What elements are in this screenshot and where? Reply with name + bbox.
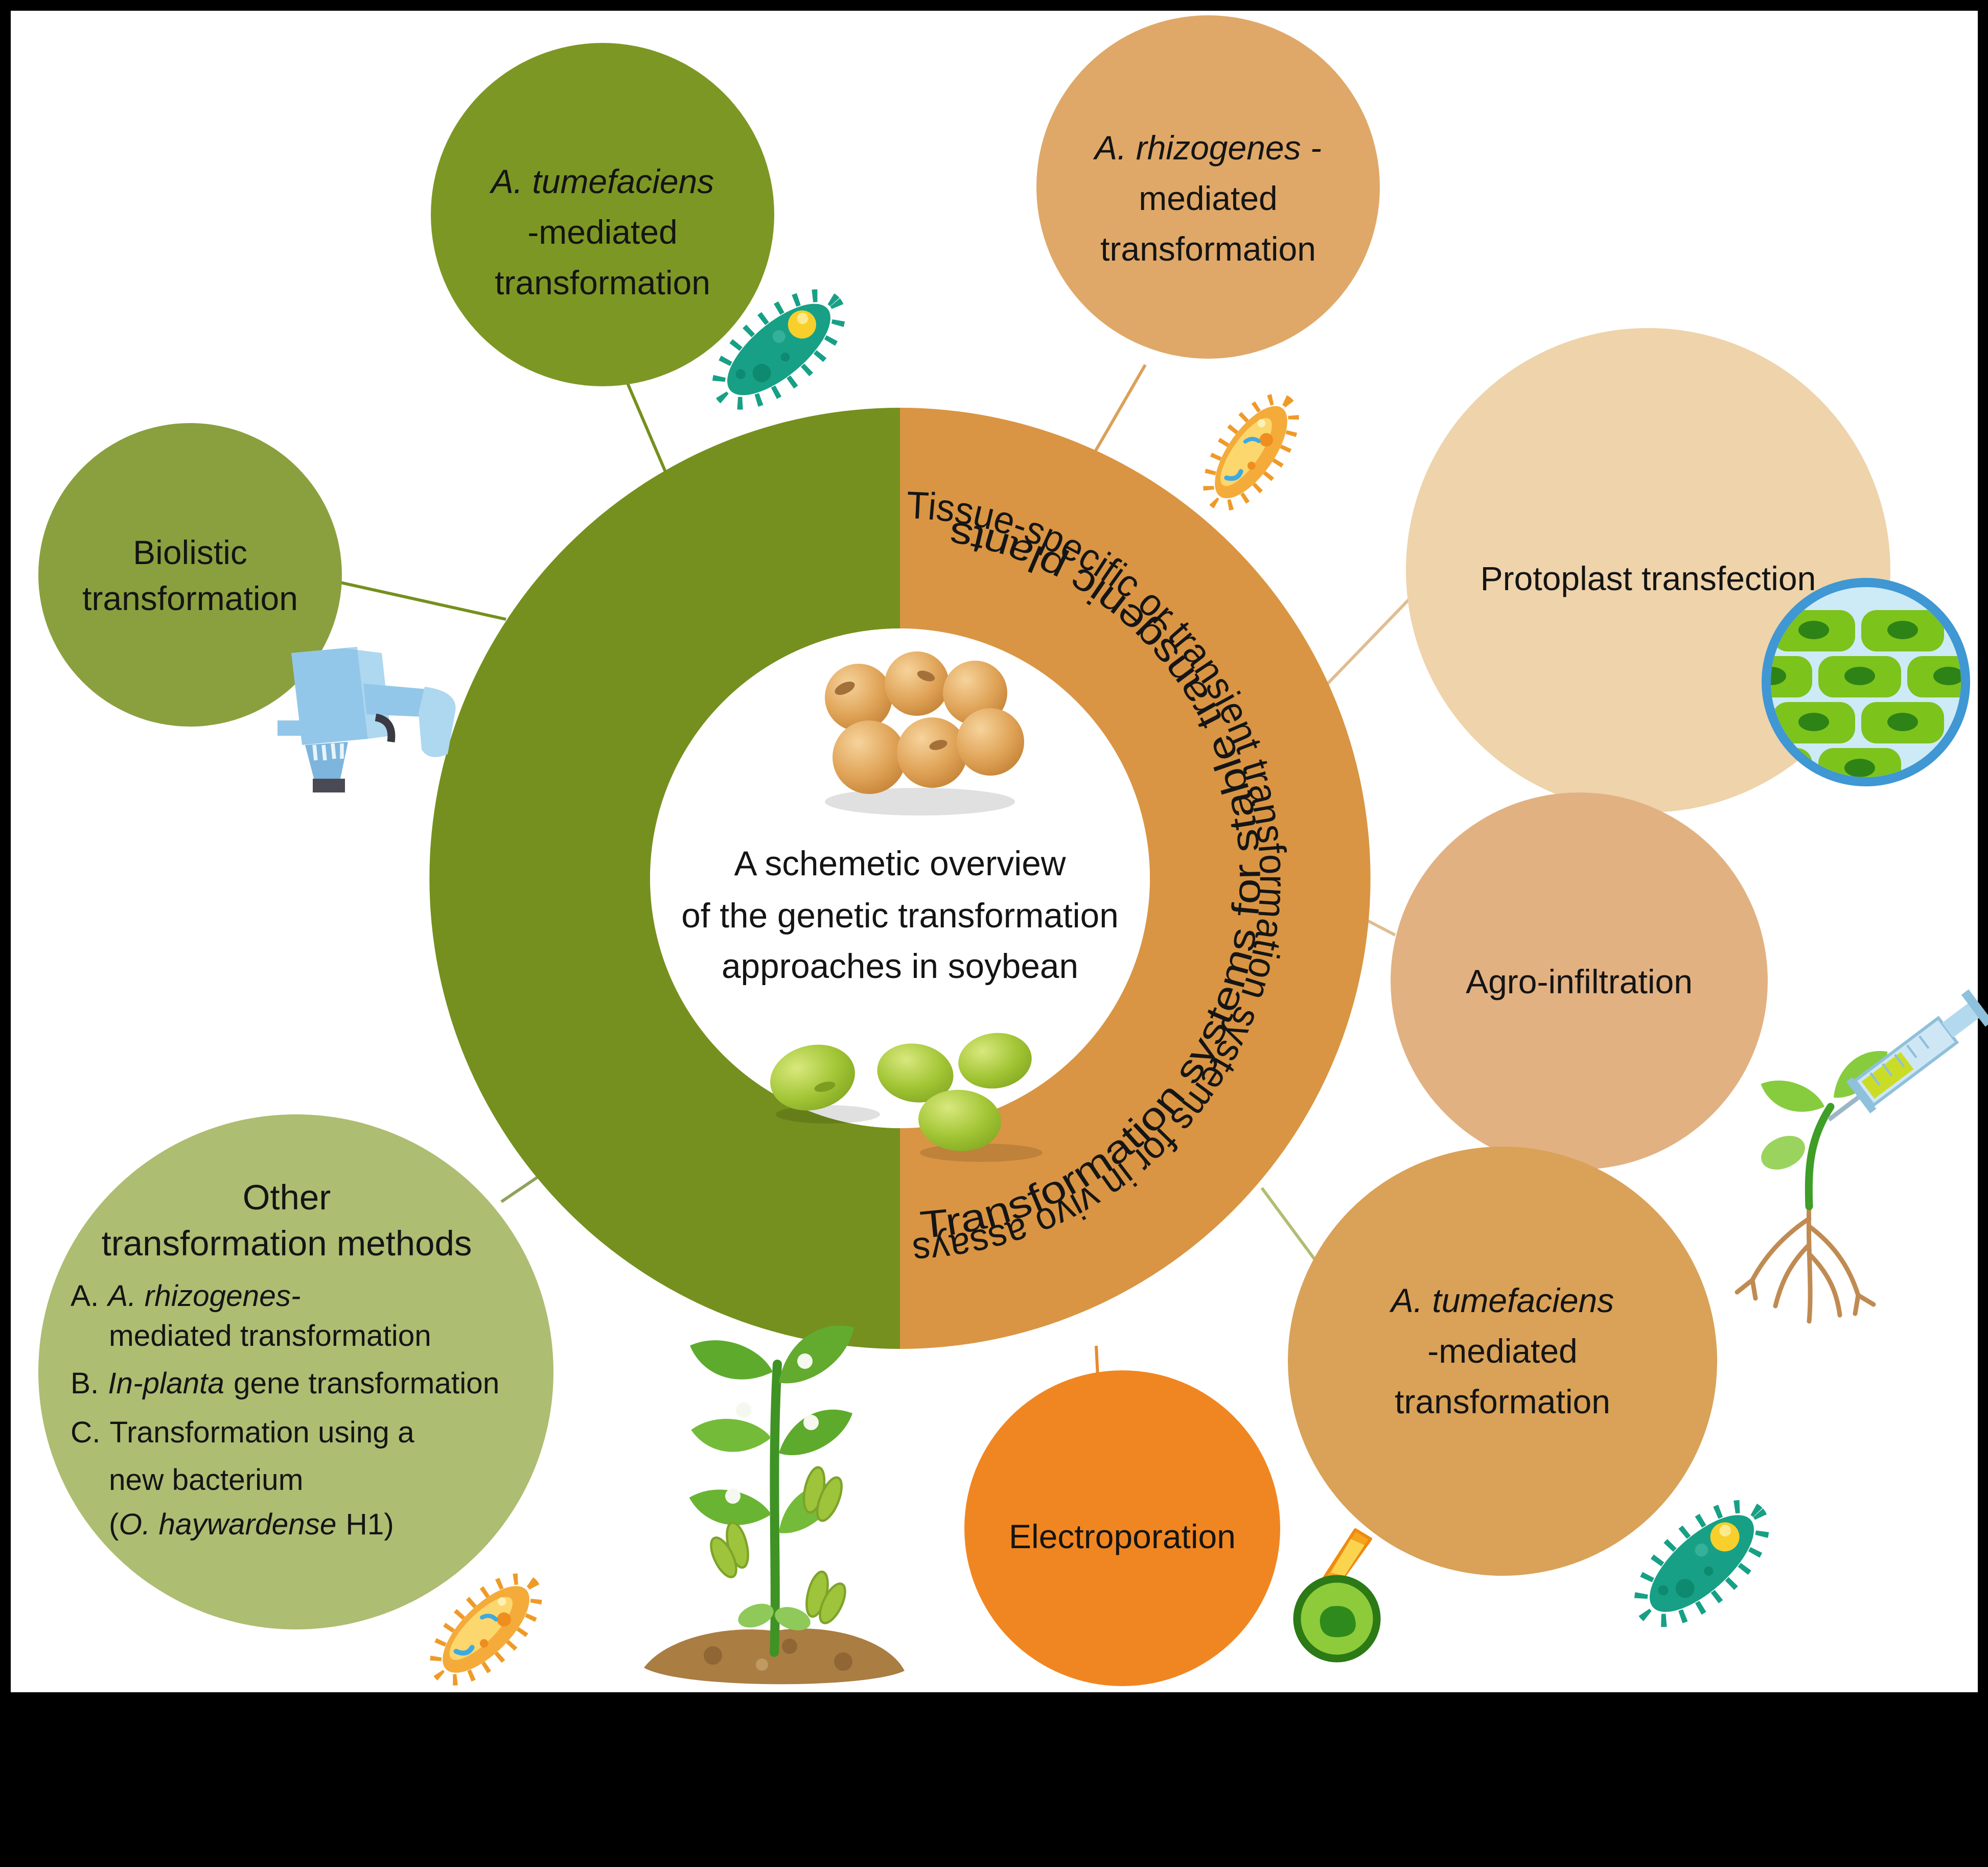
node-electroporation <box>964 1370 1280 1686</box>
node-rhizogenes-label: A. rhizogenes - mediated transformation <box>1093 129 1322 268</box>
soybean-plant-icon <box>644 1316 905 1685</box>
node-other-methods-label: Other transformation methods A.A. rhizog… <box>71 1178 508 1541</box>
rhizogenes-line2: mediated <box>1139 179 1278 217</box>
other-title-line2: transformation methods <box>102 1224 472 1263</box>
ring-right-transient-half <box>900 408 1371 1349</box>
other-item-c-line2: new bacterium <box>109 1463 303 1497</box>
tumefaciens-stable-line2: -mediated <box>527 213 678 251</box>
center-heading: A schemetic overview of the genetic tran… <box>681 845 1118 986</box>
node-biolistic <box>38 423 342 727</box>
other-method-list: A.A. rhizogenes- mediated transformation… <box>71 1279 508 1541</box>
seedling-roots <box>1735 1201 1876 1324</box>
plant-flowers <box>725 1353 819 1504</box>
seedling-syringe-icon <box>1735 989 1988 1324</box>
node-biolistic-label: Biolistic transformation <box>82 533 298 617</box>
soybean-pods <box>710 1466 846 1624</box>
node-agro <box>1391 792 1768 1170</box>
node-rhizogenes <box>1036 15 1380 359</box>
tumefaciens-stable-line3: transformation <box>495 264 710 301</box>
node-other-methods <box>38 1114 553 1629</box>
connector-electroporation <box>1095 1345 1099 1377</box>
connector-tumefaciens-transient <box>1260 1187 1320 1266</box>
tumefaciens-stable-line1: A. tumefaciens <box>489 162 714 200</box>
protoplast-label: Protoplast transfection <box>1481 559 1816 597</box>
biolistic-line1: Biolistic <box>133 533 247 571</box>
other-title-line1: Other <box>243 1178 331 1217</box>
center-heading-line2: of the genetic transformation <box>681 897 1118 935</box>
other-item-c: C.Transformation using a <box>71 1416 414 1449</box>
rhizogenes-line1: A. rhizogenes - <box>1093 129 1322 167</box>
center-heading-line1: A schemetic overview <box>734 845 1066 883</box>
green-soybeans-icon <box>770 1033 1043 1162</box>
plant-cell-icon <box>1293 1575 1381 1663</box>
soybean-seeds-icon <box>825 651 1024 815</box>
protoplast-cells-icon <box>1762 578 1970 786</box>
biolistic-line2: transformation <box>82 579 298 617</box>
other-item-a: A.A. rhizogenes- <box>71 1279 300 1313</box>
agro-label: Agro-infiltration <box>1466 963 1693 1000</box>
tumefaciens-transient-line2: -mediated <box>1427 1332 1578 1370</box>
node-tumefaciens-stable-label: A. tumefaciens -mediated transformation <box>489 162 714 301</box>
rhizogenes-line3: transformation <box>1100 230 1316 268</box>
connector-protoplast <box>1325 596 1412 687</box>
node-tumefaciens-stable <box>431 43 774 386</box>
electroporation-label: Electroporation <box>1009 1518 1236 1555</box>
other-item-a-cont: mediated transformation <box>109 1319 431 1352</box>
syringe-icon <box>1827 989 1988 1122</box>
center-heading-line3: approaches in soybean <box>722 947 1078 986</box>
center-circle <box>650 628 1150 1128</box>
seedling-stem <box>1805 1103 1835 1210</box>
seedling-cotyledon <box>1761 1136 1805 1170</box>
node-tumefaciens-transient-label: A. tumefaciens -mediated transformation <box>1389 1281 1614 1420</box>
plant-stem <box>770 1360 782 1657</box>
gene-gun-icon <box>278 647 456 792</box>
connector-biolistic <box>340 581 506 621</box>
tumefaciens-transient-line1: A. tumefaciens <box>1389 1281 1614 1319</box>
connector-tumefaciens-stable <box>624 378 673 487</box>
node-tumefaciens-transient <box>1288 1147 1717 1576</box>
connector-rhizogenes <box>1087 364 1147 464</box>
ring-left-stable-half <box>429 408 900 1349</box>
tumefaciens-transient-line3: transformation <box>1395 1383 1610 1420</box>
